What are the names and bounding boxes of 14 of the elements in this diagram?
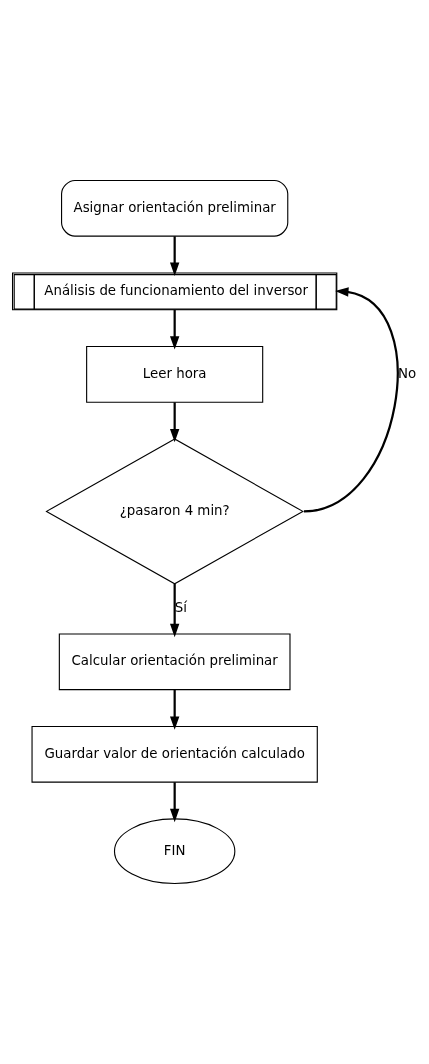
node-box: Calcular orientación preliminar [58, 633, 291, 691]
arrow [169, 236, 180, 276]
arrow [169, 782, 180, 823]
node-box: Asignar orientación preliminar [61, 179, 289, 237]
arrow [169, 309, 180, 350]
node-box: Leer hora [86, 345, 264, 403]
edge-label: No [397, 365, 417, 381]
node-ellipse: FIN [113, 818, 236, 885]
arrow [169, 690, 180, 730]
node-diamond: ¿pasaron 4 min? [45, 438, 304, 585]
node-box: Guardar valor de orientación calculado [31, 725, 318, 783]
arrow [169, 402, 180, 443]
arrow [169, 584, 180, 638]
arrow [303, 287, 399, 513]
